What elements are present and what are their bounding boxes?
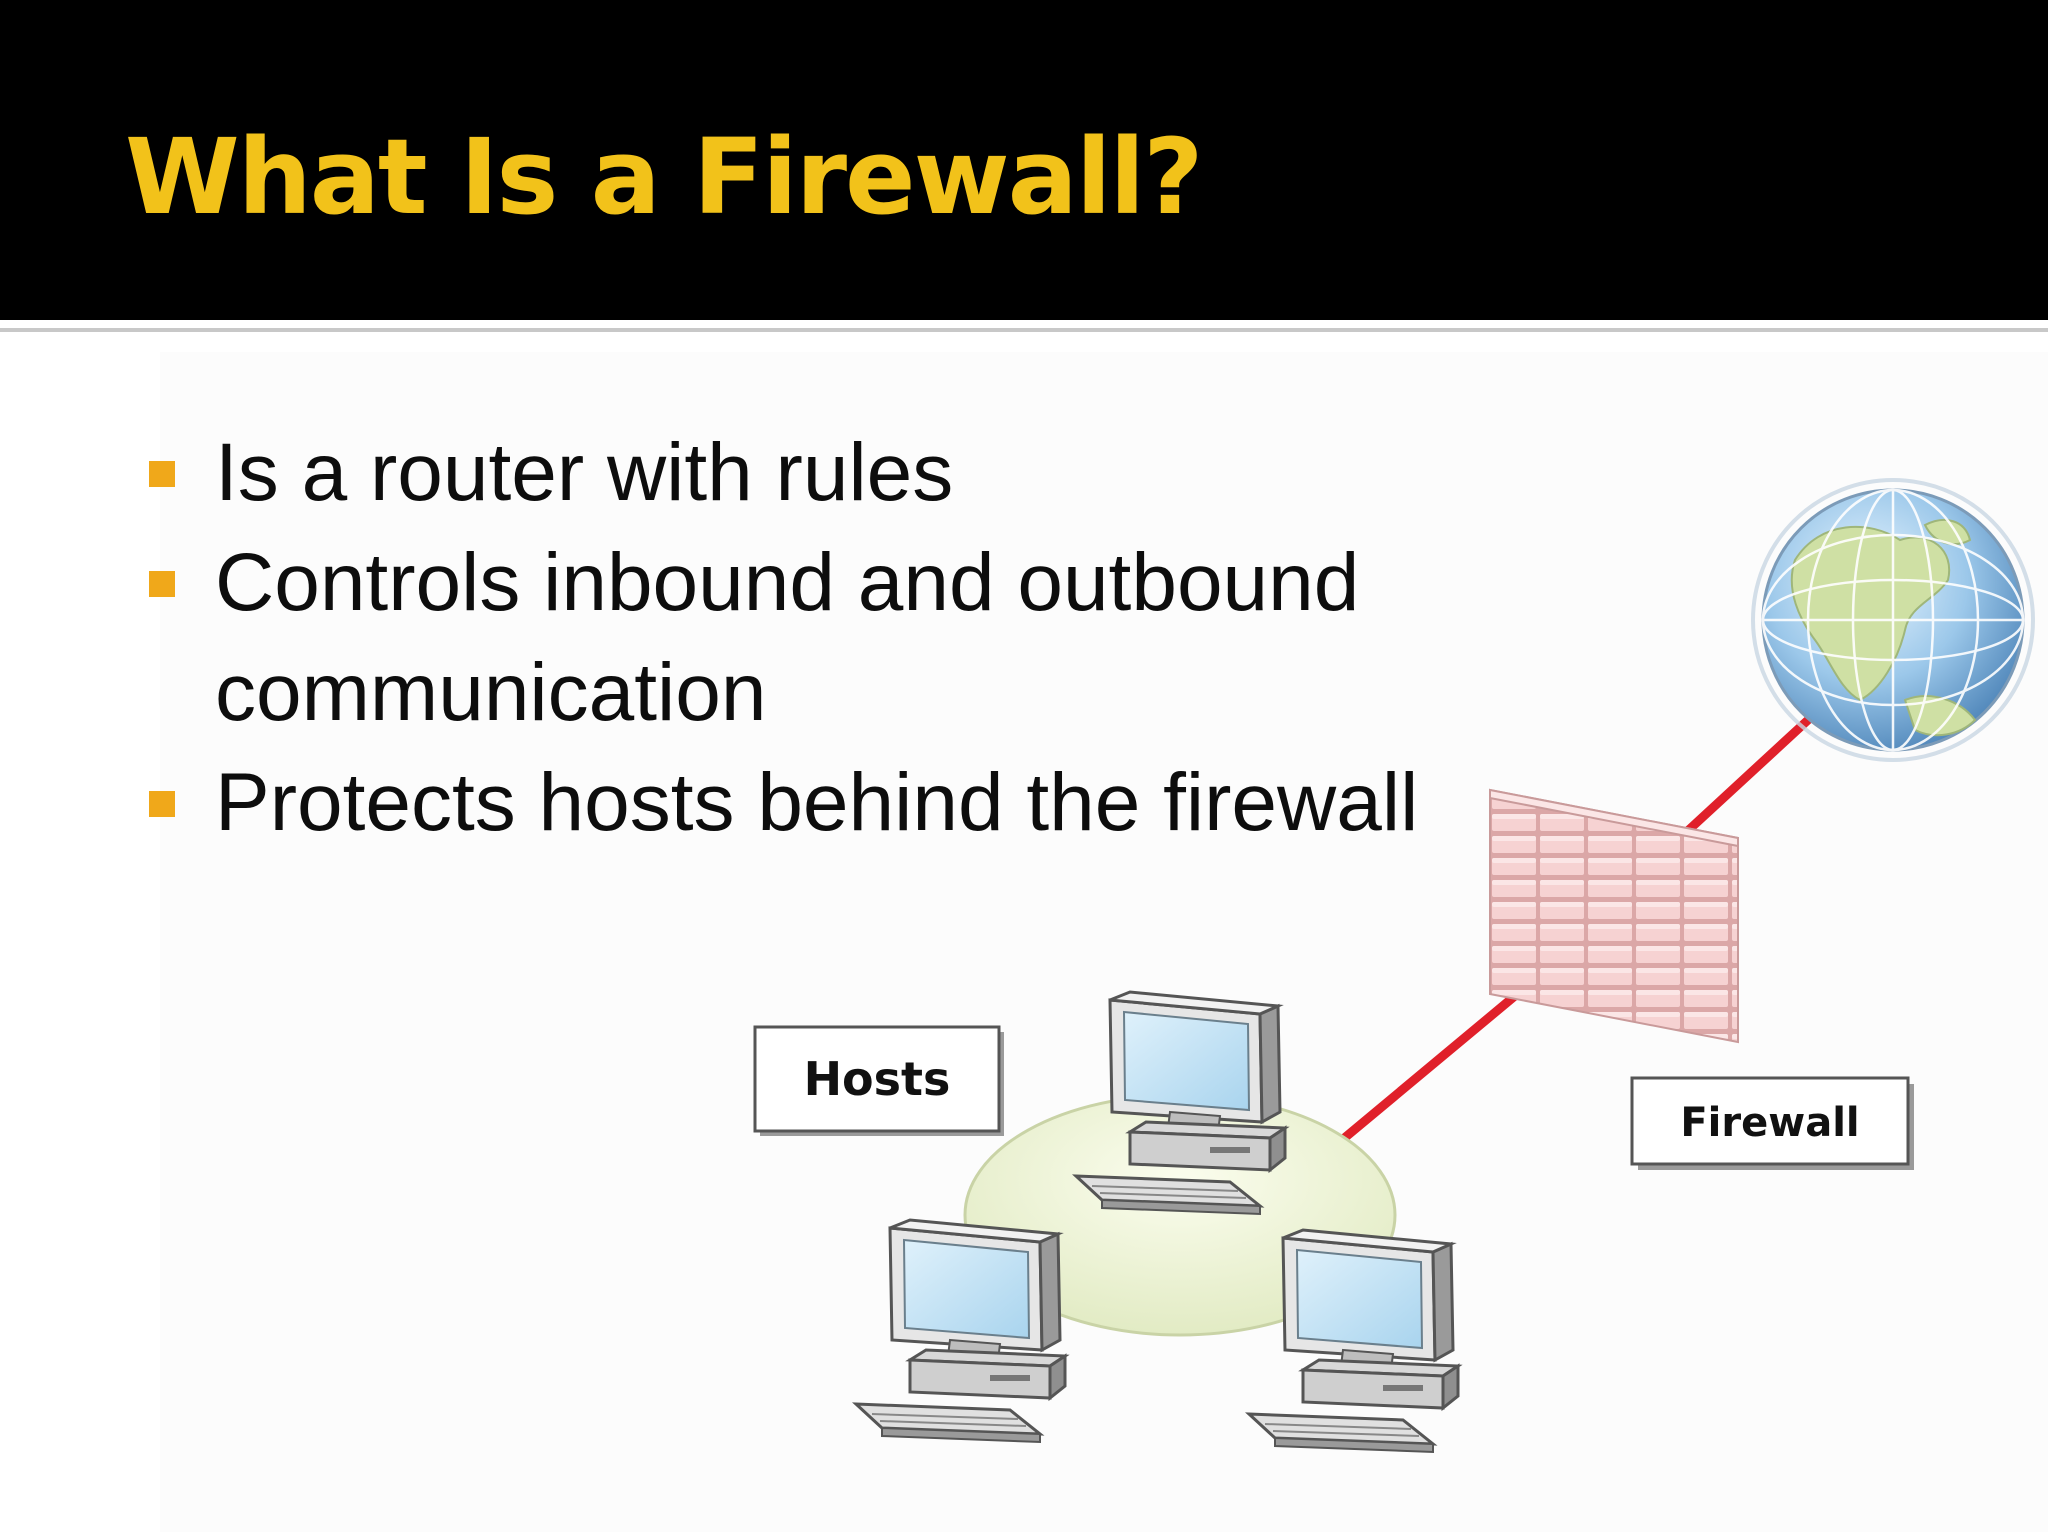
firewall-wall-icon xyxy=(1489,788,1739,1044)
hosts-label-box: Hosts xyxy=(753,1025,1004,1136)
bullet-text: Controls inbound and outbound communicat… xyxy=(215,537,1360,738)
host-computer-icon xyxy=(854,1218,1067,1444)
bullet-text: Is a router with rules xyxy=(215,427,954,518)
bullet-item: Protects hosts behind the firewall xyxy=(145,748,1495,858)
square-bullet-icon xyxy=(149,791,175,817)
bullet-item: Controls inbound and outbound communicat… xyxy=(145,528,1495,748)
title-divider xyxy=(0,328,2048,332)
square-bullet-icon xyxy=(149,461,175,487)
globe-icon xyxy=(1751,478,2035,762)
square-bullet-icon xyxy=(149,571,175,597)
bullet-item: Is a router with rules xyxy=(145,418,1495,528)
firewall-label: Firewall xyxy=(1680,1100,1859,1146)
hosts-label: Hosts xyxy=(804,1052,951,1106)
bullet-list: Is a router with rules Controls inbound … xyxy=(145,418,1495,858)
firewall-label-box: Firewall xyxy=(1630,1076,1914,1170)
link-line-firewall-internet xyxy=(1675,715,1813,843)
slide-title: What Is a Firewall? xyxy=(125,116,1203,238)
bullet-text: Protects hosts behind the firewall xyxy=(215,757,1419,848)
title-bar: What Is a Firewall? xyxy=(0,0,2048,320)
